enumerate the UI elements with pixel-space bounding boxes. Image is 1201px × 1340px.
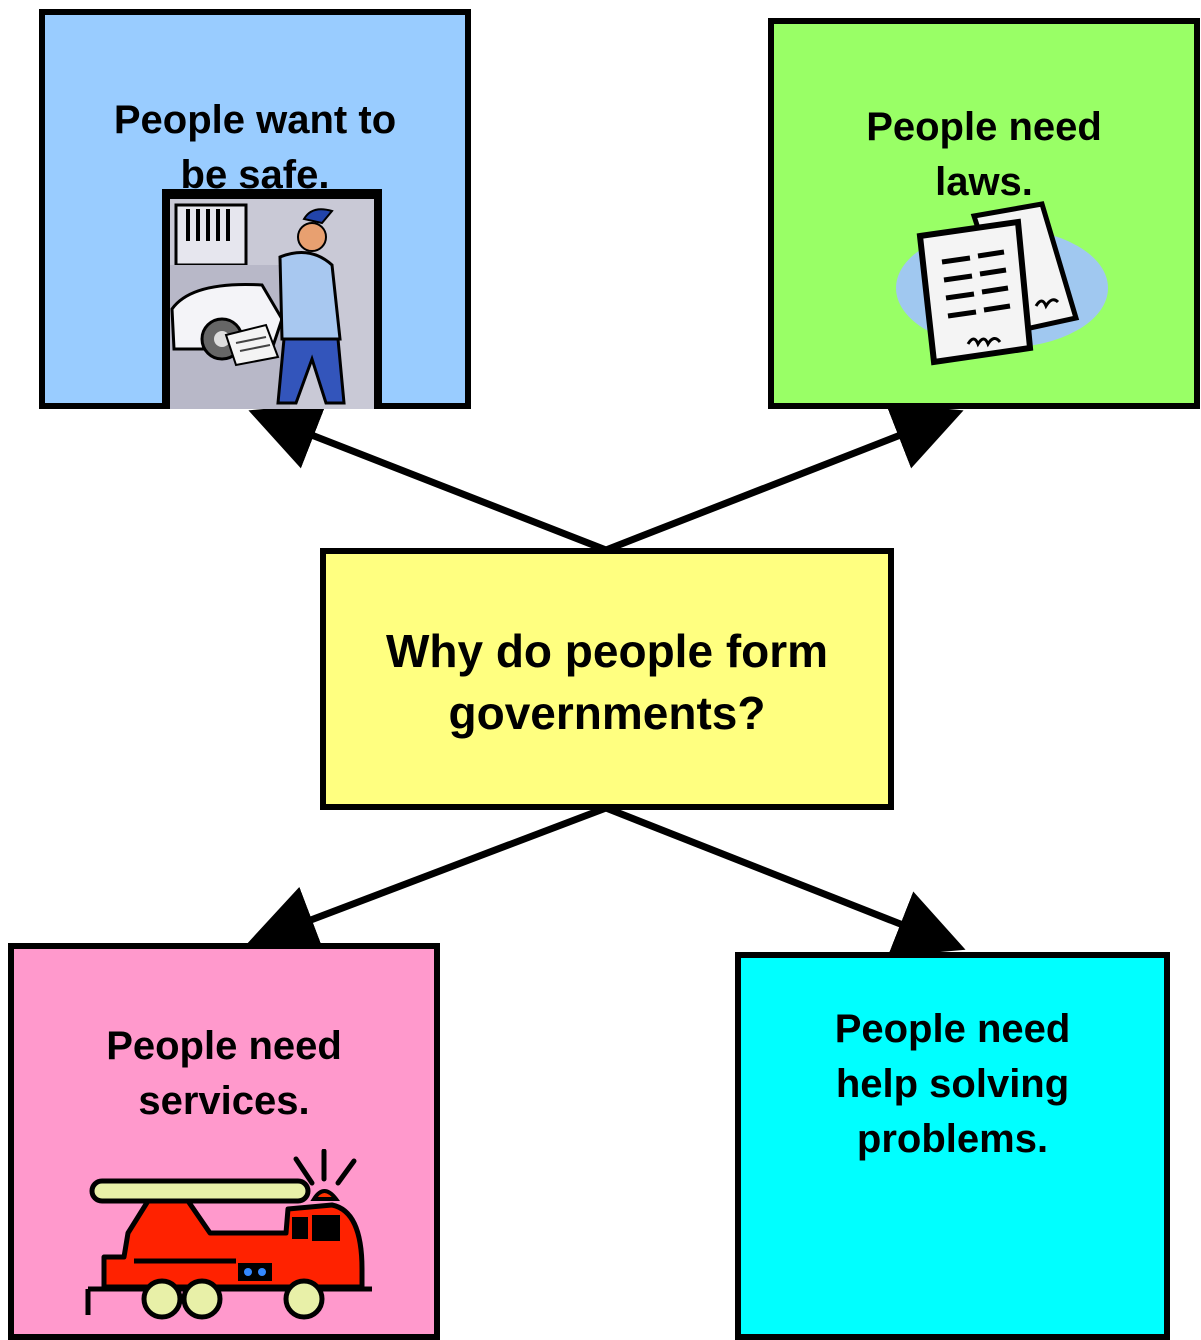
central-question-box: Why do people form governments? <box>320 548 894 810</box>
arrow-to-services <box>246 804 608 953</box>
arrow-to-safe <box>248 403 608 554</box>
arrow-to-problems <box>604 804 966 957</box>
label-safe: People want to be safe. <box>113 98 397 197</box>
label-services: People need services. <box>106 1024 342 1123</box>
box-people-need-laws: People need laws. <box>768 18 1200 409</box>
box-people-need-services: People need services. <box>8 943 440 1340</box>
box-people-want-safe: People want to be safe. <box>39 9 471 409</box>
label-laws: People need laws. <box>866 105 1102 204</box>
label-problems: People need help solving problems. <box>834 1007 1071 1161</box>
police-officer-icon <box>162 189 382 409</box>
central-question: Why do people form governments? <box>385 625 829 739</box>
arrow-to-laws <box>604 403 964 554</box>
fire-truck-icon <box>85 1149 372 1320</box>
law-document-icon <box>896 201 1108 366</box>
box-people-need-help-solving-problems: People need help solving problems. <box>735 952 1170 1340</box>
